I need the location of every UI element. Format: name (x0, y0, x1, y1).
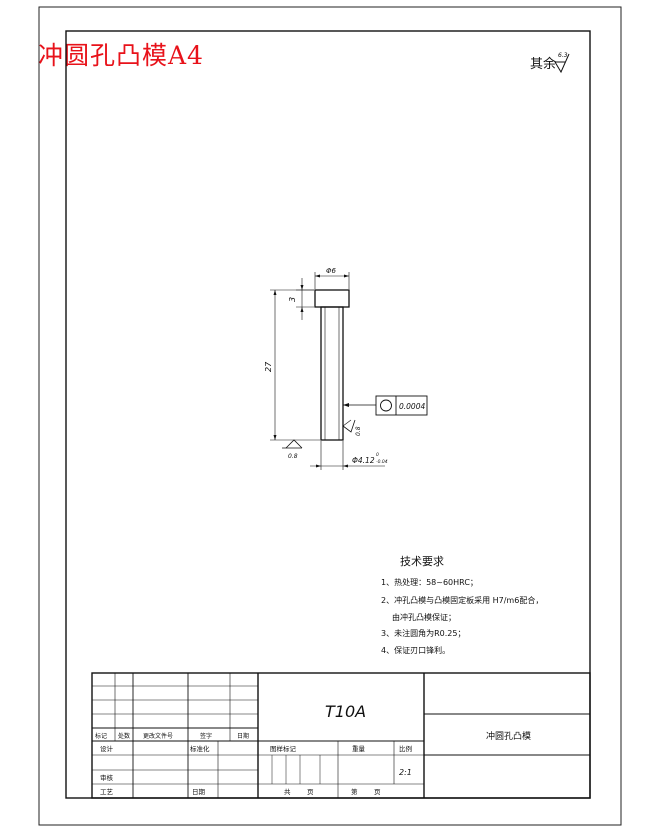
rev-header-doc: 更改文件号 (143, 732, 173, 740)
tolerance-value: 0.0004 (399, 402, 425, 411)
label-total-sheets-unit: 页 (307, 788, 314, 796)
scale-value: 2:1 (399, 768, 412, 777)
tech-item-3: 3、未注圆角为R0.25； (381, 628, 465, 638)
tolerance-frame (375, 395, 428, 416)
material: T10A (325, 702, 366, 721)
dim-head-height: 3 (288, 297, 297, 302)
dim-shaft-tol-lower: -0.04 (376, 459, 388, 465)
roughness-shaft-icon (342, 419, 356, 433)
dim-shaft-tol-upper: 0 (376, 452, 379, 458)
title-block (91, 672, 591, 799)
tech-item-4: 4、保证刃口锋利。 (381, 645, 450, 655)
tech-heading: 技术要求 (400, 555, 444, 568)
roughness-note-prefix: 其余 (530, 56, 556, 72)
label-design: 设计 (100, 744, 114, 753)
rev-header-mark: 标记 (95, 732, 107, 740)
label-review: 审核 (100, 773, 114, 782)
tech-item-1: 1、热处理：58~60HRC； (381, 577, 478, 587)
rev-header-count: 处数 (118, 732, 130, 740)
label-sheet: 第 (351, 787, 358, 796)
tech-item-2b: 由冲孔凸模保证； (392, 612, 456, 622)
rev-header-sign: 签字 (200, 732, 212, 740)
roughness-symbol-icon (554, 53, 570, 74)
punch-shaft (320, 306, 344, 441)
drawing-frame (65, 30, 591, 799)
dim-shaft-diameter: Φ4.12 (352, 456, 375, 465)
label-scale: 比例 (399, 744, 412, 753)
dim-head-diameter: Φ6 (326, 267, 337, 275)
label-process: 工艺 (100, 788, 114, 796)
label-total-sheets: 共 (284, 787, 291, 796)
roughness-note-value: 6.3 (558, 52, 568, 59)
label-standardize: 标准化 (190, 744, 210, 753)
roughness-shaft-value: 0.8 (355, 426, 362, 436)
punch-head (314, 289, 350, 308)
part-name: 冲圆孔凸模 (486, 730, 531, 742)
dim-overall-length: 27 (264, 361, 273, 372)
sheet-border (38, 6, 622, 826)
roughness-bottom-value: 0.8 (288, 453, 298, 460)
label-sheet-unit: 页 (374, 788, 381, 796)
label-stage-mark: 图样标记 (270, 744, 297, 753)
cylindricity-icon (380, 399, 392, 412)
label-weight: 重量 (352, 745, 366, 753)
roughness-bottom-icon (282, 439, 303, 449)
rev-header-date: 日期 (237, 732, 249, 740)
tech-item-2: 2、冲孔凸模与凸模固定板采用 H7/m6配合， (381, 595, 543, 605)
label-date: 日期 (192, 788, 206, 796)
